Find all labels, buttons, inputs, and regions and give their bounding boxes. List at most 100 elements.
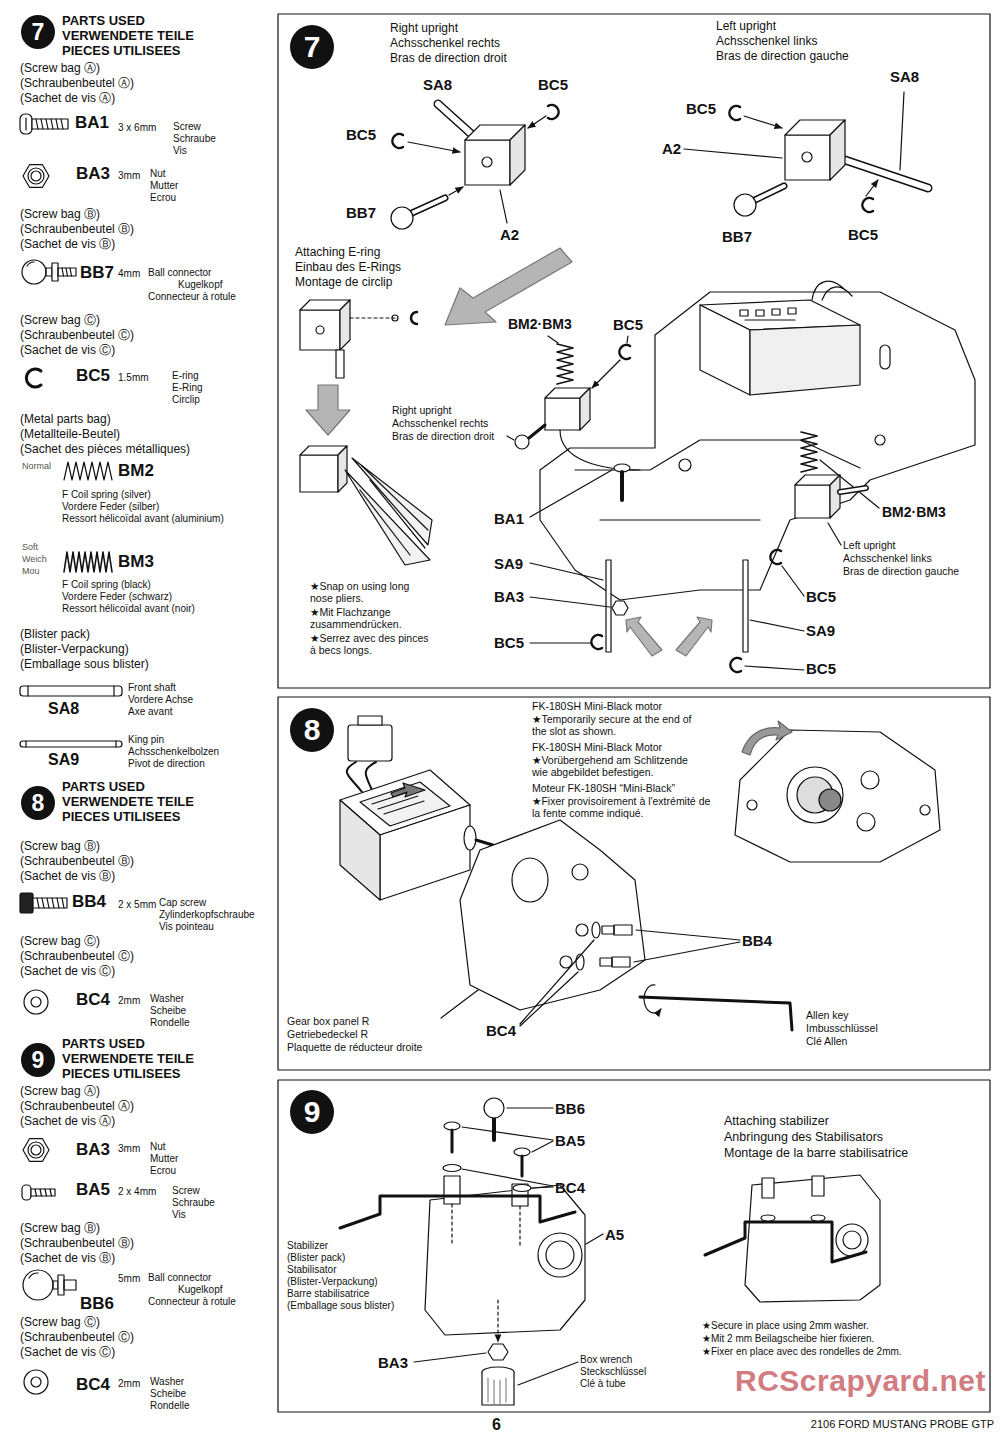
text-label: Achsschenkel links — [843, 552, 932, 564]
e-ring-inset — [360, 466, 428, 555]
upright-assembly — [612, 601, 628, 615]
text-label: F Coil spring (silver) — [62, 489, 151, 501]
text-label: Barre stabilisatrice — [287, 1288, 369, 1300]
step-panel — [278, 14, 990, 1412]
part-code: PARTS USED — [62, 14, 145, 29]
step-number: 7 — [290, 25, 334, 69]
part-code: VERWENDETE TEILE — [62, 29, 194, 44]
e-ring-inset — [392, 315, 398, 321]
ball-connector-icon — [58, 1275, 64, 1295]
right-upright — [449, 187, 463, 195]
ball-connector-icon — [64, 1280, 76, 1290]
chassis — [540, 292, 975, 600]
upright-assembly — [840, 488, 866, 492]
text-label: Connecteur à rotule — [148, 1296, 236, 1308]
text-label: Mutter — [150, 1153, 178, 1165]
nut-icon — [31, 171, 41, 181]
screw-icon — [20, 114, 68, 134]
text-label: Washer — [150, 993, 184, 1005]
upright-assembly — [530, 597, 610, 607]
text-label: ★Fixer en place avec des rondelles de 2m… — [702, 1346, 902, 1358]
screw-icon — [25, 118, 26, 130]
text-label: Screw — [172, 1185, 200, 1197]
left-upright — [830, 120, 845, 180]
step-panel — [278, 14, 990, 688]
motor — [340, 800, 380, 900]
part-code: PIECES UTILISEES — [62, 1067, 180, 1082]
text-label: 2mm — [118, 1378, 140, 1390]
text-label: Anbringung des Stabilisators — [724, 1130, 883, 1144]
e-ring-inset — [350, 317, 398, 318]
text-label: Vis pointeau — [159, 921, 214, 933]
text-label: Zylinderkopfschraube — [159, 909, 255, 921]
stabilizer-assembly — [452, 1204, 520, 1246]
ball-connector-icon — [27, 262, 34, 266]
upright-assembly — [580, 388, 590, 430]
text-label: (Blister-Verpackung) — [287, 1276, 378, 1288]
text-label: 3 x 6mm — [118, 122, 156, 134]
text-label: Rondelle — [150, 1400, 189, 1412]
left-upright — [866, 180, 878, 196]
text-label: Scheibe — [150, 1388, 186, 1400]
chassis — [540, 281, 975, 600]
text-label: (Sachet de vis Ⓐ) — [20, 1115, 115, 1129]
text-label: Plaquette de réducteur droite — [287, 1041, 422, 1053]
part-code: A2 — [662, 140, 681, 157]
gear-box-panel — [614, 925, 632, 935]
part-code: BC5 — [806, 660, 836, 677]
gear-box-panel — [441, 990, 478, 1018]
step-panel — [278, 1080, 990, 1412]
text-label: Attaching stabilizer — [724, 1114, 829, 1128]
text-label: Circlip — [172, 394, 200, 406]
upright-assembly — [626, 617, 662, 656]
text-label: (Screw bag Ⓐ) — [20, 62, 100, 76]
part-code: BB7 — [346, 204, 376, 221]
nut-icon — [23, 1139, 49, 1162]
e-ring-inset — [300, 455, 338, 492]
part-code: BB6 — [80, 1294, 114, 1314]
step-number: 8 — [290, 708, 334, 752]
part-code: BC4 — [76, 990, 110, 1010]
part-code: SA8 — [423, 76, 452, 93]
step-number: 7 — [21, 15, 55, 49]
ball-connector-icon — [23, 1270, 76, 1300]
text-label: (Schraubenbeutel Ⓐ) — [20, 1100, 134, 1114]
gear-box-panel — [600, 958, 612, 966]
stabilizer-assembly — [497, 1300, 498, 1342]
ball-connector-icon — [29, 1273, 38, 1278]
screw-icon — [22, 1185, 31, 1200]
part-code: VERWENDETE TEILE — [62, 1052, 194, 1067]
left-upright — [734, 194, 756, 216]
stabilizer-inset — [745, 1175, 880, 1302]
part-code: BA3 — [494, 588, 524, 605]
text-label: Scheibe — [150, 1005, 186, 1017]
grade-label: Mou — [22, 566, 40, 576]
text-label: Cap screw — [159, 897, 206, 909]
text-label: 3mm — [118, 170, 140, 182]
text-label: ★Snap on using long nose pliers. — [310, 580, 422, 604]
motor — [391, 783, 425, 797]
nut-icon — [31, 1145, 41, 1155]
screw-icon — [35, 1189, 52, 1196]
motor — [464, 826, 476, 850]
left-upright — [845, 160, 928, 188]
gear-inset — [857, 813, 875, 831]
text-label: FK-180SH Mini-Black motor — [532, 700, 662, 712]
gear-inset — [742, 721, 792, 755]
screw-icon — [22, 1185, 55, 1200]
upright-assembly — [530, 470, 612, 517]
text-label: Einbau des E-Rings — [295, 261, 401, 275]
text-label: (Schraubenbeutel Ⓒ) — [20, 1331, 134, 1345]
text-label: Steckschlüssel — [580, 1366, 646, 1378]
gear-box-panel — [460, 820, 645, 1010]
part-code: BB7 — [80, 263, 114, 283]
part-code: BC5 — [76, 366, 110, 386]
stabilizer-assembly — [451, 1130, 454, 1152]
part-code: PIECES UTILISEES — [62, 44, 180, 59]
stabilizer-assembly — [488, 1378, 506, 1404]
part-code: 6 — [492, 1416, 501, 1434]
text-label: (Sachet des pièces métalliques) — [20, 443, 190, 457]
right-upright — [412, 198, 445, 213]
part-code: BC4 — [486, 1022, 516, 1039]
